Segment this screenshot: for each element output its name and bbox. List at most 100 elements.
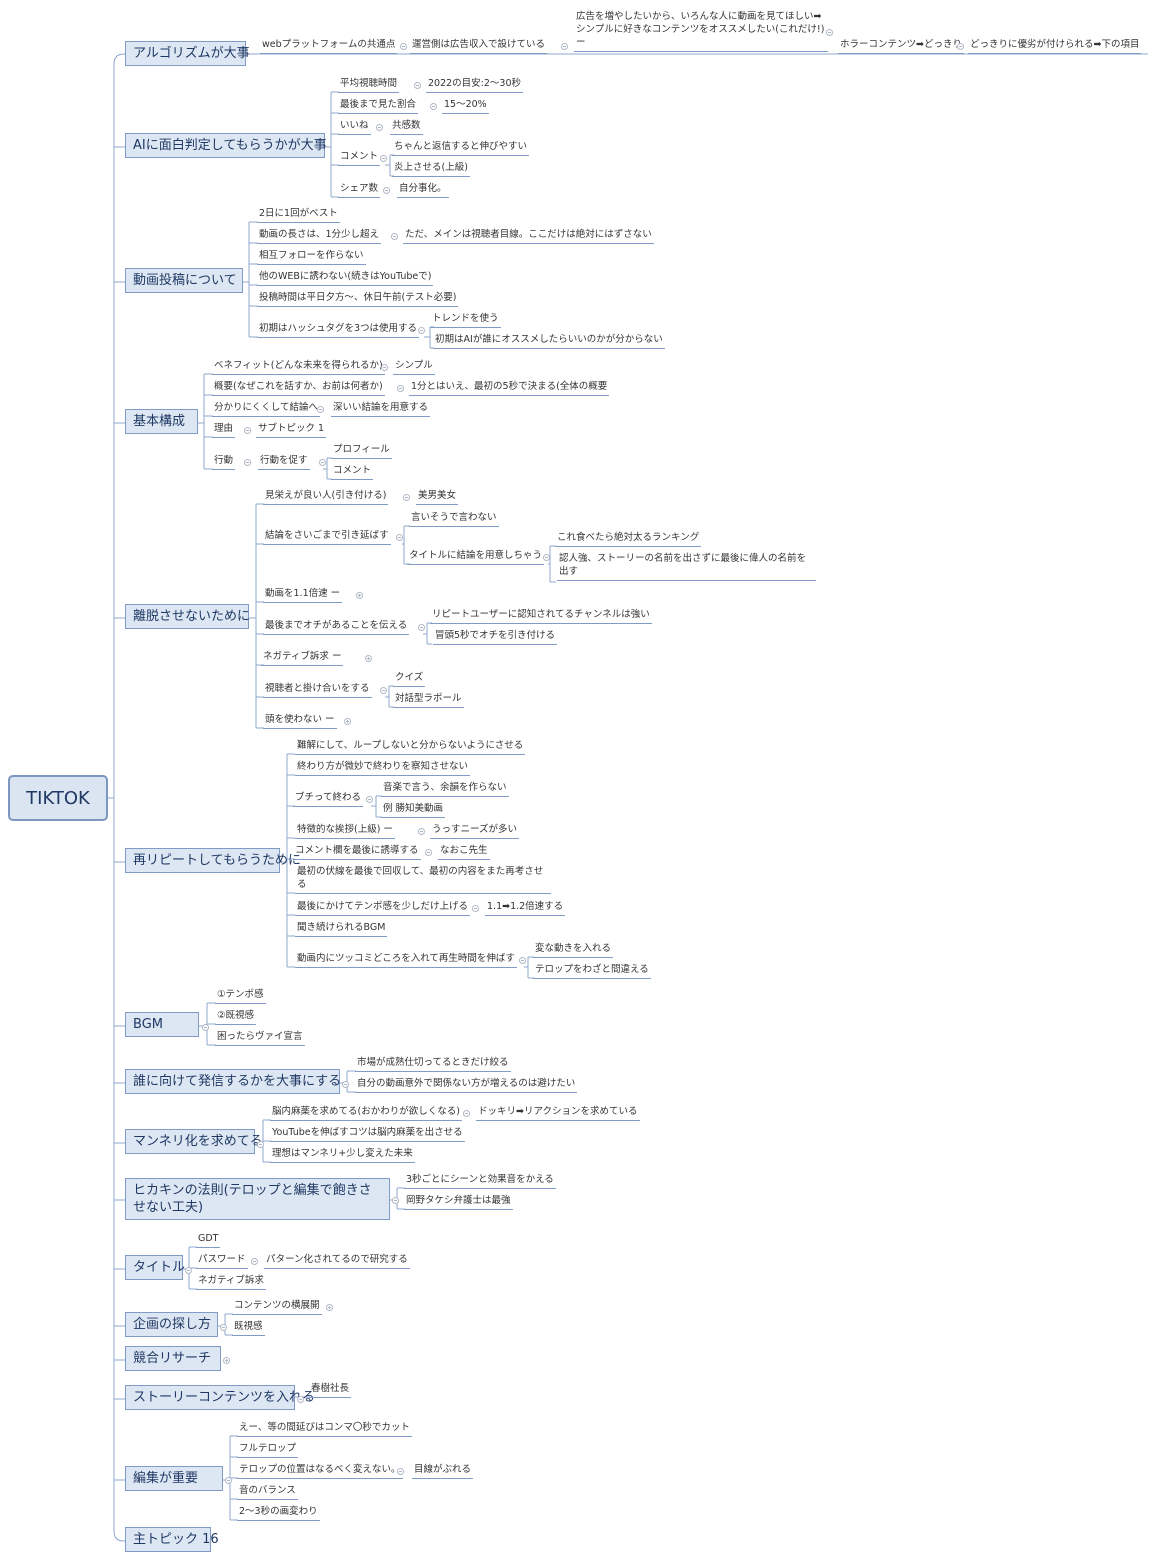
subtopic[interactable]: ただ、メインは視聴者目線。ここだけは絶対にはずさない [403, 228, 654, 244]
subtopic[interactable]: 2日に1回がベスト [257, 207, 340, 223]
subtopic[interactable]: 言いそうで言わない [409, 511, 499, 527]
collapse-toggle-icon[interactable] [463, 1110, 470, 1117]
collapse-toggle-icon[interactable] [244, 427, 251, 434]
expand-toggle-icon[interactable] [365, 655, 372, 662]
subtopic[interactable]: ネガティブ訴求 ー [261, 650, 344, 666]
subtopic[interactable]: YouTubeを伸ばすコツは脳内麻薬を出させる [270, 1126, 465, 1142]
subtopic[interactable]: 変な動きを入れる [533, 942, 614, 958]
subtopic[interactable]: 冒頭5秒でオチを引き付ける [433, 629, 558, 645]
topic-finding-ideas[interactable]: 企画の探し方 [125, 1312, 218, 1337]
subtopic[interactable]: 脳内麻薬を求めてる(おかわりが欲しくなる) [270, 1105, 462, 1121]
topic-basic-structure[interactable]: 基本構成 [125, 409, 198, 434]
collapse-toggle-icon[interactable] [319, 459, 326, 466]
subtopic[interactable]: 理由 [212, 422, 236, 438]
subtopic[interactable]: 音楽で言う、余韻を作らない [381, 781, 509, 797]
collapse-toggle-icon[interactable] [561, 43, 568, 50]
collapse-toggle-icon[interactable] [244, 459, 251, 466]
collapse-toggle-icon[interactable] [519, 957, 526, 964]
subtopic[interactable]: テロップをわざと間違える [533, 963, 651, 979]
subtopic[interactable]: 相互フォローを作らない [257, 249, 366, 265]
subtopic[interactable]: 初期はAIが誰にオススメしたらいいのかが分からない [433, 333, 665, 349]
subtopic[interactable]: シェア数 [338, 182, 381, 198]
collapse-toggle-icon[interactable] [397, 1468, 404, 1475]
subtopic[interactable]: いいね [338, 119, 371, 135]
collapse-toggle-icon[interactable] [380, 687, 387, 694]
topic-algorithm[interactable]: アルゴリズムが大事 [125, 41, 250, 66]
collapse-toggle-icon[interactable] [317, 406, 324, 413]
subtopic[interactable]: 共感数 [390, 119, 423, 135]
collapse-toggle-icon[interactable] [366, 796, 373, 803]
topic-mannerism[interactable]: マンネリ化を求めてる [125, 1129, 263, 1154]
subtopic[interactable]: 難解にして、ループしないと分からないようにさせる [295, 739, 526, 755]
subtopic[interactable]: ②既視感 [215, 1009, 257, 1025]
subtopic[interactable]: 3秒ごとにシーンと効果音をかえる [404, 1173, 556, 1189]
collapse-toggle-icon[interactable] [202, 1024, 209, 1031]
subtopic[interactable]: ベネフィット(どんな未来を得られるか) [212, 359, 385, 375]
subtopic[interactable]: テロップの位置はなるべく変えない。 [237, 1463, 403, 1479]
collapse-toggle-icon[interactable] [418, 624, 425, 631]
collapse-toggle-icon[interactable] [403, 494, 410, 501]
subtopic[interactable]: 市場が成熟仕切ってるときだけ絞る [355, 1056, 511, 1072]
subtopic[interactable]: 困ったらヴァイ宣言 [215, 1030, 305, 1046]
collapse-toggle-icon[interactable] [251, 1258, 258, 1265]
topic-editing[interactable]: 編集が重要 [125, 1466, 223, 1491]
subtopic[interactable]: 1分とはいえ、最初の5秒で決まる(全体の概要 [409, 380, 610, 396]
subtopic[interactable]: フルテロップ [237, 1442, 299, 1458]
subtopic[interactable]: 15〜20% [442, 98, 489, 114]
subtopic[interactable]: タイトルに結論を用意しちゃう [407, 549, 545, 565]
subtopic[interactable]: 最初の伏線を最後で回収して、最初の内容をまた再考させる [295, 865, 551, 894]
subtopic[interactable]: 最後にかけてテンポ感を少しだけ上げる [295, 900, 471, 916]
collapse-toggle-icon[interactable] [257, 1141, 264, 1148]
topic-target-audience[interactable]: 誰に向けて発信するかを大事にする [125, 1069, 341, 1094]
subtopic[interactable]: 2022の目安:2〜30秒 [426, 77, 524, 93]
subtopic[interactable]: 最後までオチがあることを伝える [263, 619, 410, 635]
subtopic[interactable]: 理想はマンネリ+少し変えた未来 [270, 1147, 415, 1163]
subtopic[interactable]: 岡野タケシ弁護士は最強 [404, 1194, 513, 1210]
subtopic[interactable]: パスワード [196, 1253, 248, 1269]
subtopic[interactable]: 分かりにくくして結論へ [212, 401, 321, 417]
topic-hikakin-rule[interactable]: ヒカキンの法則(テロップと編集で飽きさせない工夫) [125, 1178, 390, 1220]
collapse-toggle-icon[interactable] [342, 1081, 349, 1088]
subtopic[interactable]: 運営側は広告収入で設けている [410, 38, 548, 54]
subtopic[interactable]: ホラーコンテンツ➡どっきり [838, 38, 964, 54]
subtopic[interactable]: 聞き続けられるBGM [295, 921, 388, 937]
subtopic[interactable]: 炎上させる(上級) [392, 161, 470, 177]
subtopic[interactable]: コメント [331, 464, 374, 480]
subtopic[interactable]: 結論をさいごまで引き延ばす [263, 529, 391, 545]
subtopic[interactable]: 動画の長さは、1分少し超え [257, 228, 382, 244]
subtopic[interactable]: 概要(なぜこれを話すか、お前は何者か) [212, 380, 385, 396]
collapse-toggle-icon[interactable] [392, 1197, 399, 1204]
topic-story-content[interactable]: ストーリーコンテンツを入れる [125, 1385, 315, 1410]
subtopic[interactable]: どっきりに優劣が付けられる➡下の項目 [968, 38, 1142, 54]
subtopic[interactable]: 1.1➡1.2倍速する [485, 900, 566, 916]
subtopic[interactable]: コメント [338, 150, 381, 166]
collapse-toggle-icon[interactable] [185, 1267, 192, 1274]
subtopic[interactable]: 自分の動画意外で関係ない方が増えるのは避けたい [355, 1077, 578, 1093]
expand-toggle-icon[interactable] [344, 718, 351, 725]
subtopic[interactable]: 投稿時間は平日夕方〜、休日午前(テスト必要) [257, 291, 459, 307]
subtopic[interactable]: 自分事化。 [397, 182, 449, 198]
subtopic[interactable]: 行動 [212, 454, 236, 470]
collapse-toggle-icon[interactable] [826, 29, 833, 36]
collapse-toggle-icon[interactable] [397, 385, 404, 392]
subtopic[interactable]: シンプル [393, 359, 435, 375]
subtopic[interactable]: ネガティブ訴求 [196, 1274, 266, 1290]
collapse-toggle-icon[interactable] [418, 327, 425, 334]
subtopic[interactable]: ドッキリ➡リアクションを求めている [476, 1105, 640, 1121]
subtopic[interactable]: 目線がぶれる [412, 1463, 474, 1479]
subtopic[interactable]: 音のバランス [237, 1484, 298, 1500]
subtopic[interactable]: GDT [196, 1232, 221, 1248]
topic-competitor-research[interactable]: 競合リサーチ [125, 1346, 221, 1371]
topic-video-posting[interactable]: 動画投稿について [125, 268, 243, 293]
collapse-toggle-icon[interactable] [391, 233, 398, 240]
subtopic[interactable]: サブトピック 1 [256, 422, 327, 438]
topic-title[interactable]: タイトル [125, 1255, 185, 1280]
collapse-toggle-icon[interactable] [418, 828, 425, 835]
subtopic[interactable]: 春樹社長 [309, 1382, 352, 1398]
collapse-toggle-icon[interactable] [400, 43, 407, 50]
subtopic[interactable]: 終わり方が微妙で終わりを察知させない [295, 760, 471, 776]
subtopic[interactable]: えー、等の間延びはコンマ〇秒でカット [237, 1421, 412, 1437]
subtopic[interactable]: なおこ先生 [438, 844, 490, 860]
topic-16[interactable]: 主トピック 16 [125, 1527, 219, 1552]
subtopic[interactable]: 例 勝知美動画 [381, 802, 446, 818]
